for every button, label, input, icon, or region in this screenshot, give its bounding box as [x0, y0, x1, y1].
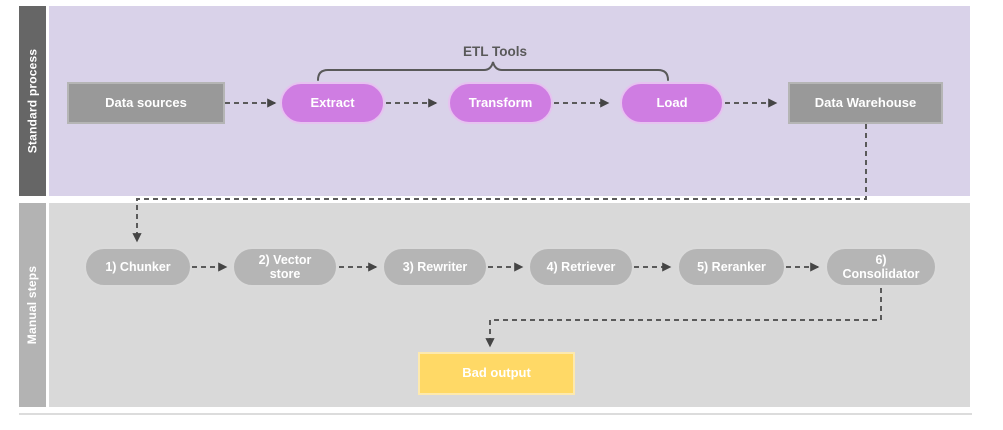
bottom-divider: [19, 413, 972, 415]
manual-steps-lane-label: Manual steps: [25, 265, 40, 345]
node-data-warehouse: Data Warehouse: [788, 82, 943, 124]
node-vector-store-label: 2) Vector store: [258, 252, 312, 281]
manual-steps-lane-bar: Manual steps: [19, 203, 46, 407]
node-reranker: 5) Reranker: [677, 247, 786, 287]
node-vector-store: 2) Vector store: [232, 247, 338, 287]
node-extract: Extract: [280, 82, 385, 124]
node-chunker: 1) Chunker: [84, 247, 192, 287]
standard-process-lane-bar: Standard process: [19, 6, 46, 196]
node-data-sources: Data sources: [67, 82, 225, 124]
node-consolidator-label: 6) Consolidator: [842, 252, 920, 281]
node-chunker-label: 1) Chunker: [105, 259, 171, 274]
standard-process-lane-label: Standard process: [25, 48, 40, 154]
node-rewriter: 3) Rewriter: [382, 247, 488, 287]
node-reranker-label: 5) Reranker: [697, 259, 766, 274]
node-rewriter-label: 3) Rewriter: [402, 259, 468, 274]
node-load: Load: [620, 82, 724, 124]
etl-tools-label: ETL Tools: [463, 44, 527, 59]
node-retriever-label: 4) Retriever: [546, 259, 616, 274]
node-retriever: 4) Retriever: [528, 247, 634, 287]
node-transform: Transform: [448, 82, 553, 124]
node-bad-output: Bad output: [418, 352, 575, 395]
node-consolidator: 6) Consolidator: [825, 247, 937, 287]
